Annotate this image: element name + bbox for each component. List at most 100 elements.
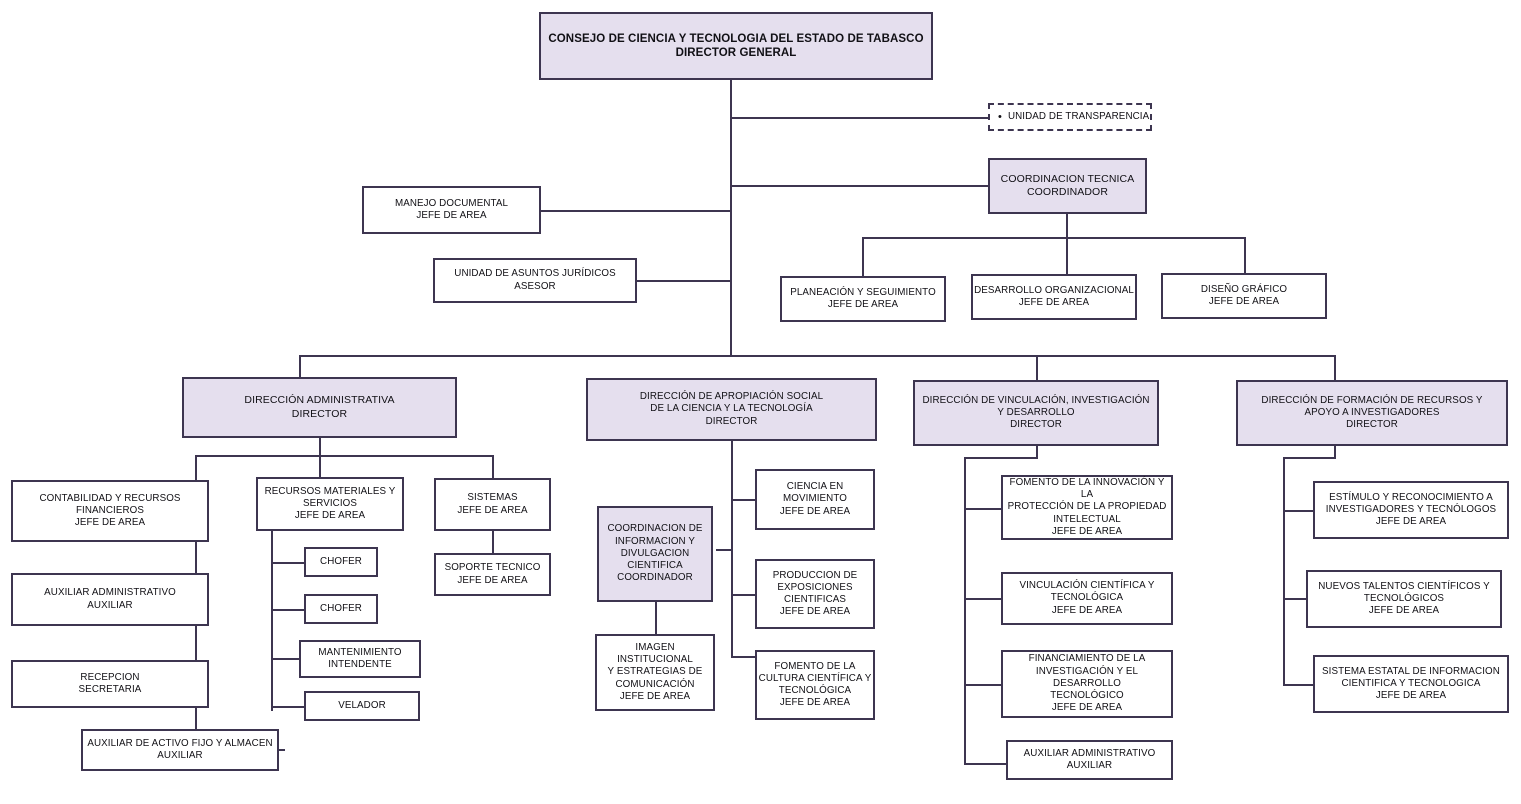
node-role: JEFE DE AREA bbox=[827, 299, 899, 310]
connector-df-bus bbox=[1283, 457, 1336, 459]
node-recepcion[interactable]: RECEPCION SECRETARIA bbox=[11, 660, 209, 708]
node-title: CONTABILIDAD Y RECURSOS FINANCIEROS bbox=[39, 492, 181, 516]
node-role: JEFE DE AREA bbox=[1375, 516, 1447, 528]
node-coordinacion-tecnica[interactable]: COORDINACION TECNICA COORDINADOR bbox=[988, 158, 1147, 214]
node-direccion-apropiacion-social[interactable]: DIRECCIÓN DE APROPIACIÓN SOCIAL DE LA CI… bbox=[586, 378, 877, 441]
node-vinculacion-cientifica-tecnologica[interactable]: VINCULACIÓN CIENTÍFICA Y TECNOLÓGICA JEF… bbox=[1001, 572, 1173, 625]
node-title: DIRECCIÓN DE APROPIACIÓN SOCIAL DE LA CI… bbox=[639, 391, 824, 415]
node-title: UNIDAD DE ASUNTOS JURÍDICOS bbox=[454, 268, 616, 280]
node-chofer-1[interactable]: CHOFER bbox=[304, 547, 378, 577]
node-role: JEFE DE AREA bbox=[1018, 297, 1090, 308]
node-role: JEFE DE AREA bbox=[779, 606, 851, 618]
node-velador[interactable]: VELADOR bbox=[304, 691, 420, 721]
node-role: JEFE DE AREA bbox=[294, 510, 366, 522]
connector-dv-fomento bbox=[964, 508, 1002, 510]
node-planeacion-y-seguimiento[interactable]: PLANEACIÓN Y SEGUIMIENTO JEFE DE AREA bbox=[780, 276, 946, 322]
node-coordinacion-informacion-divulgacion[interactable]: COORDINACION DE INFORMACION Y DIVULGACIO… bbox=[597, 506, 713, 602]
connector-rm-mantenimiento bbox=[271, 658, 300, 660]
node-chofer-2[interactable]: CHOFER bbox=[304, 594, 378, 624]
node-role: JEFE DE AREA bbox=[1375, 690, 1447, 702]
node-direccion-vinculacion-investigacion[interactable]: DIRECCIÓN DE VINCULACIÓN, INVESTIGACIÓN … bbox=[913, 380, 1159, 446]
node-role: JEFE DE AREA bbox=[457, 574, 528, 586]
node-financiamiento-investigacion-desarrollo[interactable]: FINANCIAMIENTO DE LA INVESTIGACIÓN Y EL … bbox=[1001, 650, 1173, 718]
connector-dv-bus bbox=[964, 457, 1038, 459]
node-auxiliar-administrativo-1[interactable]: AUXILIAR ADMINISTRATIVO AUXILIAR bbox=[11, 573, 209, 626]
node-fomento-innovacion-propiedad-intelectual[interactable]: FOMENTO DE LA INNOVACIÓN Y LA PROTECCIÓN… bbox=[1001, 475, 1173, 540]
connector-transparencia bbox=[730, 117, 988, 119]
node-manejo-documental[interactable]: MANEJO DOCUMENTAL JEFE DE AREA bbox=[362, 186, 541, 234]
node-role: DIRECTOR bbox=[1010, 419, 1062, 431]
node-role: JEFE DE AREA bbox=[1051, 525, 1123, 537]
node-unidad-de-transparencia[interactable]: • UNIDAD DE TRANSPARENCIA bbox=[988, 103, 1152, 131]
connector-coord-info-imagen bbox=[655, 602, 657, 634]
node-title: DIRECCIÓN DE VINCULACIÓN, INVESTIGACIÓN … bbox=[922, 394, 1150, 418]
node-role: DIRECTOR bbox=[291, 407, 348, 420]
node-title: PLANEACIÓN Y SEGUIMIENTO bbox=[790, 286, 936, 298]
node-role: JEFE DE AREA bbox=[1368, 605, 1440, 617]
node-imagen-institucional-estrategias[interactable]: IMAGEN INSTITUCIONAL Y ESTRATEGIAS DE CO… bbox=[595, 634, 715, 711]
node-title: AUXILIAR ADMINISTRATIVO bbox=[1023, 747, 1156, 759]
connector-rm-chofer-1 bbox=[271, 562, 305, 564]
connector-ct-stem bbox=[1066, 214, 1068, 276]
connector-dv-trunk bbox=[964, 457, 966, 765]
node-title: VINCULACIÓN CIENTÍFICA Y TECNOLÓGICA bbox=[1019, 580, 1155, 604]
node-diseno-grafico[interactable]: DISEÑO GRÁFICO JEFE DE AREA bbox=[1161, 273, 1327, 319]
node-title: RECEPCION bbox=[80, 671, 140, 683]
node-title: CONSEJO DE CIENCIA Y TECNOLOGIA DEL ESTA… bbox=[548, 32, 924, 45]
connector-asuntos-juridicos bbox=[637, 280, 732, 282]
connector-ct-child-1 bbox=[862, 237, 864, 276]
node-soporte-tecnico[interactable]: SOPORTE TECNICO JEFE DE AREA bbox=[434, 553, 551, 596]
node-role: JEFE DE AREA bbox=[74, 517, 146, 529]
node-unidad-asuntos-juridicos[interactable]: UNIDAD DE ASUNTOS JURÍDICOS ASESOR bbox=[433, 258, 637, 303]
connector-da-sist-stem bbox=[492, 455, 494, 480]
node-desarrollo-organizacional[interactable]: DESARROLLO ORGANIZACIONAL JEFE DE AREA bbox=[971, 274, 1137, 320]
node-title: COORDINACION DE INFORMACION Y DIVULGACIO… bbox=[607, 523, 703, 572]
node-title: SOPORTE TECNICO bbox=[444, 562, 541, 574]
node-role: AUXILIAR bbox=[157, 750, 203, 761]
connector-ct-bus bbox=[862, 237, 1246, 239]
node-role: SECRETARIA bbox=[78, 684, 142, 695]
connector-root-trunk bbox=[730, 80, 732, 356]
node-title: AUXILIAR DE ACTIVO FIJO Y ALMACEN bbox=[87, 737, 273, 749]
node-mantenimiento[interactable]: MANTENIMIENTO INTENDENTE bbox=[299, 640, 421, 678]
connector-dv-stem bbox=[1036, 446, 1038, 458]
node-nuevos-talentos-cientificos[interactable]: NUEVOS TALENTOS CIENTÍFICOS Y TECNOLÓGIC… bbox=[1306, 570, 1502, 628]
connector-das-produccion bbox=[731, 594, 755, 596]
node-sistemas[interactable]: SISTEMAS JEFE DE AREA bbox=[434, 478, 551, 531]
connector-das-stem bbox=[731, 441, 733, 656]
connector-dir-vinculacion-stem bbox=[1036, 355, 1038, 380]
node-role: ASESOR bbox=[514, 280, 556, 292]
connector-dv-aux-admin bbox=[964, 763, 1006, 765]
node-auxiliar-administrativo-2[interactable]: AUXILIAR ADMINISTRATIVO AUXILIAR bbox=[1006, 740, 1173, 780]
connector-ct-child-3 bbox=[1244, 237, 1246, 273]
node-produccion-exposiciones-cientificas[interactable]: PRODUCCION DE EXPOSICIONES CIENTIFICAS J… bbox=[755, 559, 875, 629]
node-ciencia-en-movimiento[interactable]: CIENCIA EN MOVIMIENTO JEFE DE AREA bbox=[755, 469, 875, 530]
node-direccion-formacion-recursos[interactable]: DIRECCIÓN DE FORMACIÓN DE RECURSOS Y APO… bbox=[1236, 380, 1508, 446]
connector-rm-velador bbox=[271, 706, 305, 708]
node-consejo-director-general[interactable]: CONSEJO DE CIENCIA Y TECNOLOGIA DEL ESTA… bbox=[539, 12, 933, 80]
node-title: AUXILIAR ADMINISTRATIVO bbox=[44, 587, 176, 599]
node-role: JEFE DE AREA bbox=[779, 505, 851, 517]
connector-dv-vinculacion bbox=[964, 598, 1002, 600]
connector-das-coord-info bbox=[716, 549, 733, 551]
node-auxiliar-activo-fijo-almacen[interactable]: AUXILIAR DE ACTIVO FIJO Y ALMACEN AUXILI… bbox=[81, 729, 279, 771]
node-role: DIRECTOR bbox=[1346, 419, 1398, 431]
connector-manejo-documental bbox=[541, 210, 732, 212]
node-title: FOMENTO DE LA INNOVACIÓN Y LA PROTECCIÓN… bbox=[1007, 476, 1167, 525]
node-recursos-materiales-servicios[interactable]: RECURSOS MATERIALES Y SERVICIOS JEFE DE … bbox=[256, 477, 404, 531]
node-title: FINANCIAMIENTO DE LA INVESTIGACIÓN Y EL … bbox=[1028, 653, 1146, 702]
connector-das-fomento-cultura bbox=[731, 656, 755, 658]
node-title: CHOFER bbox=[320, 602, 362, 614]
node-estimulo-reconocimiento-investigadores[interactable]: ESTÍMULO Y RECONOCIMIENTO A INVESTIGADOR… bbox=[1313, 481, 1509, 539]
node-direccion-administrativa[interactable]: DIRECCIÓN ADMINISTRATIVA DIRECTOR bbox=[182, 377, 457, 438]
node-contabilidad-recursos-financieros[interactable]: CONTABILIDAD Y RECURSOS FINANCIEROS JEFE… bbox=[11, 480, 209, 542]
node-sistema-estatal-informacion[interactable]: SISTEMA ESTATAL DE INFORMACION CIENTIFIC… bbox=[1313, 655, 1509, 713]
node-role: JEFE DE AREA bbox=[457, 504, 528, 516]
node-title: COORDINACION TECNICA bbox=[1000, 172, 1135, 185]
node-title: SISTEMAS bbox=[467, 492, 518, 504]
node-title: PRODUCCION DE EXPOSICIONES CIENTIFICAS bbox=[772, 569, 858, 605]
node-fomento-cultura-cientifica[interactable]: FOMENTO DE LA CULTURA CIENTÍFICA Y TECNO… bbox=[755, 650, 875, 720]
node-title: NUEVOS TALENTOS CIENTÍFICOS Y TECNOLÓGIC… bbox=[1318, 580, 1490, 604]
node-role: AUXILIAR bbox=[1066, 760, 1113, 771]
